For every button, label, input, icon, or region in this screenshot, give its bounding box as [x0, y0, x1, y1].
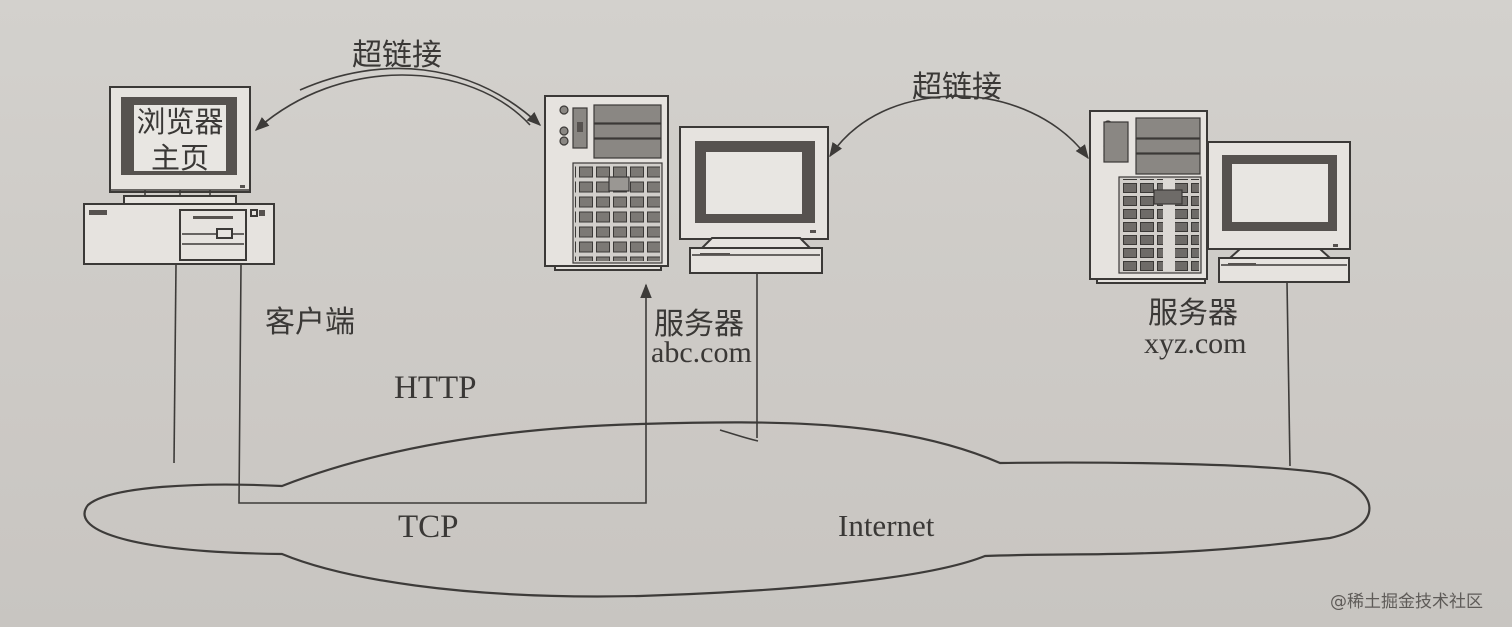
hyperlink-arc-2	[829, 95, 1089, 160]
watermark: @稀土掘金技术社区	[1330, 592, 1483, 612]
tcp-protocol-label: TCP	[398, 509, 459, 545]
homepage-label: 主页	[150, 141, 209, 175]
server-xyz-tower	[1089, 110, 1208, 284]
server-xyz-domain: xyz.com	[1144, 327, 1247, 360]
server-abc-label: 服务器	[654, 307, 744, 342]
server-abc-tower	[544, 95, 669, 271]
tcp-connection-path	[238, 264, 652, 504]
internet-label: Internet	[838, 508, 935, 543]
client-wire-left	[173, 264, 177, 464]
internet-cloud	[83, 421, 1371, 598]
hyperlink-arc-1	[254, 67, 542, 131]
http-protocol-label: HTTP	[394, 370, 477, 406]
hyperlink-label-1: 超链接	[352, 38, 442, 73]
server-xyz-label: 服务器	[1148, 296, 1238, 331]
browser-label: 浏览器	[136, 105, 224, 139]
server-abc-domain: abc.com	[651, 336, 752, 369]
server-xyz-wire	[1286, 281, 1291, 467]
client-label: 客户端	[265, 305, 355, 340]
client-computer	[83, 86, 275, 265]
client-screen-text: 浏览器 主页	[135, 104, 225, 176]
hyperlink-label-2: 超链接	[912, 70, 1002, 105]
server-xyz-monitor	[1207, 141, 1351, 283]
server-abc-monitor	[679, 126, 829, 274]
